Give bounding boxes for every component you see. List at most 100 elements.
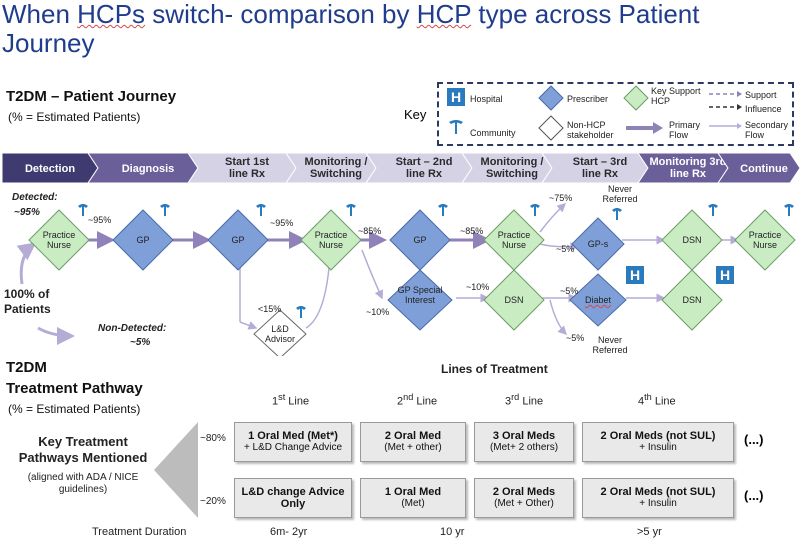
key-hospital-label: Hospital bbox=[470, 94, 503, 104]
stage-label: Diagnosis bbox=[122, 163, 175, 175]
non-detected-label: Non-Detected: bbox=[98, 323, 167, 334]
label-dsn-3: DSN bbox=[682, 295, 702, 305]
key-pathways-title: Key Treatment Pathways Mentioned bbox=[18, 434, 148, 465]
pathway-heading-2: Treatment Pathway bbox=[6, 380, 143, 397]
pathway-wedge bbox=[154, 422, 198, 518]
pct-5-c: ~5% bbox=[566, 333, 585, 343]
node-practice-nurse-4 bbox=[734, 209, 796, 271]
svg-text:H: H bbox=[451, 89, 461, 105]
pct-5-a: ~5% bbox=[556, 244, 575, 254]
stage-label: Continue bbox=[740, 163, 788, 175]
duration-2: 10 yr bbox=[440, 526, 465, 538]
never-referred-1: Never Referred bbox=[602, 184, 638, 204]
col-header-4: 4th Line bbox=[638, 392, 676, 408]
svg-text:H: H bbox=[630, 267, 640, 283]
pct-5-b: ~5% bbox=[560, 286, 579, 296]
stage-label: line Rx bbox=[582, 168, 619, 180]
key-influence-label: Influence bbox=[745, 104, 782, 114]
row2-line3: 2 Oral Meds(Met + Other) bbox=[474, 478, 574, 518]
pct-75: ~75% bbox=[549, 193, 573, 203]
community-icon bbox=[438, 204, 448, 216]
pct-10-a: ~10% bbox=[466, 282, 490, 292]
node-gp-special bbox=[387, 269, 453, 331]
stage-label: line Rx bbox=[229, 168, 266, 180]
row1-line4: 2 Oral Meds (not SUL)+ Insulin bbox=[582, 422, 734, 462]
label-dsn-1: DSN bbox=[682, 235, 702, 245]
hospital-icon bbox=[447, 88, 465, 106]
community-icon bbox=[160, 204, 170, 216]
detected-pct: ~95% bbox=[14, 207, 40, 218]
row2-line4: 2 Oral Meds (not SUL)+ Insulin bbox=[582, 478, 734, 518]
row1-pct: ~80% bbox=[200, 433, 226, 444]
community-icon bbox=[612, 208, 622, 220]
flow-diagram: H H bbox=[16, 202, 796, 356]
community-icon bbox=[784, 204, 794, 216]
pct-95-a: ~95% bbox=[88, 215, 112, 225]
hospital-icon: H bbox=[626, 266, 644, 284]
stage-label: line Rx bbox=[670, 168, 707, 180]
key-primary-flow-label: Primary Flow bbox=[669, 120, 700, 140]
pathway-subtitle: (% = Estimated Patients) bbox=[8, 402, 141, 416]
stage-label: Detection bbox=[25, 163, 75, 175]
pct-95-b: ~95% bbox=[270, 218, 294, 228]
prescriber-symbol bbox=[538, 85, 564, 111]
community-icon bbox=[708, 204, 718, 216]
label-practice-nurse-1: Practice Nurse bbox=[42, 230, 76, 250]
key-support-hcp-label: Key Support HCP bbox=[651, 86, 701, 106]
duration-1: 6m- 2yr bbox=[270, 526, 308, 538]
stage-label: Start 1st bbox=[225, 156, 269, 168]
stage-label: line Rx bbox=[406, 168, 443, 180]
stage-chevron bbox=[717, 152, 801, 184]
non-detected-pct: ~5% bbox=[130, 337, 151, 348]
row1-line1: 1 Oral Med (Met*)+ L&D Change Advice bbox=[234, 422, 352, 462]
community-icon bbox=[530, 204, 540, 216]
lines-of-treatment-title: Lines of Treatment bbox=[441, 362, 548, 376]
key-label: Key bbox=[404, 107, 427, 122]
label-diabet: Diabet bbox=[584, 295, 611, 305]
hospital-icon: H bbox=[716, 266, 734, 284]
node-dsn-2 bbox=[483, 269, 545, 331]
non-hcp-symbol bbox=[538, 115, 564, 141]
col-header-2: 2nd Line bbox=[397, 392, 438, 408]
stage-label: Start – 2nd bbox=[396, 156, 453, 168]
label-practice-nurse-2: Practice Nurse bbox=[314, 230, 348, 250]
stage-label: Start – 3rd bbox=[573, 156, 627, 168]
key-support-label: Support bbox=[745, 90, 777, 100]
row2-pct: ~20% bbox=[200, 496, 226, 507]
node-diabet bbox=[569, 273, 627, 327]
journey-heading: T2DM – Patient Journey bbox=[6, 88, 177, 105]
node-gp-1 bbox=[112, 209, 174, 271]
node-dsn-3 bbox=[661, 269, 723, 331]
row1-line3: 3 Oral Meds(Met+ 2 others) bbox=[474, 422, 574, 462]
hundred-patients: 100% of Patients bbox=[4, 287, 51, 316]
key-community-label: Community bbox=[470, 128, 516, 138]
label-gp-special: GP Special Interest bbox=[397, 285, 443, 305]
node-practice-nurse-1 bbox=[28, 209, 90, 271]
label-gps: GP-s bbox=[587, 239, 609, 249]
key-nonhcp-label: Non-HCP stakeholder bbox=[567, 120, 614, 140]
label-practice-nurse-4: Practice Nurse bbox=[748, 230, 782, 250]
pathway-heading-1: T2DM bbox=[6, 359, 47, 376]
detected-label: Detected: bbox=[12, 192, 58, 203]
stage-label: Monitoring / bbox=[305, 156, 368, 168]
label-practice-nurse-3: Practice Nurse bbox=[497, 230, 531, 250]
col-header-3: 3rd Line bbox=[505, 392, 544, 408]
stage-label: Switching bbox=[310, 168, 362, 180]
label-ld-advisor: L&D Advisor bbox=[264, 324, 295, 344]
label-gp-2: GP bbox=[231, 235, 245, 245]
row1-line2: 2 Oral Med(Met + other) bbox=[360, 422, 466, 462]
duration-label: Treatment Duration bbox=[92, 526, 187, 538]
node-gp-2 bbox=[207, 209, 269, 271]
svg-text:H: H bbox=[720, 267, 730, 283]
label-gp-1: GP bbox=[136, 235, 150, 245]
label-gp-3: GP bbox=[413, 235, 427, 245]
key-support-symbol bbox=[623, 85, 649, 111]
col-header-1: 1st Line bbox=[272, 392, 310, 408]
community-icon bbox=[346, 204, 356, 216]
node-practice-nurse-2 bbox=[300, 209, 362, 271]
stage-label: Monitoring 3rd bbox=[650, 156, 727, 168]
key-pathways-sub: (aligned with ADA / NICE guidelines) bbox=[27, 472, 139, 495]
label-dsn-2: DSN bbox=[504, 295, 524, 305]
